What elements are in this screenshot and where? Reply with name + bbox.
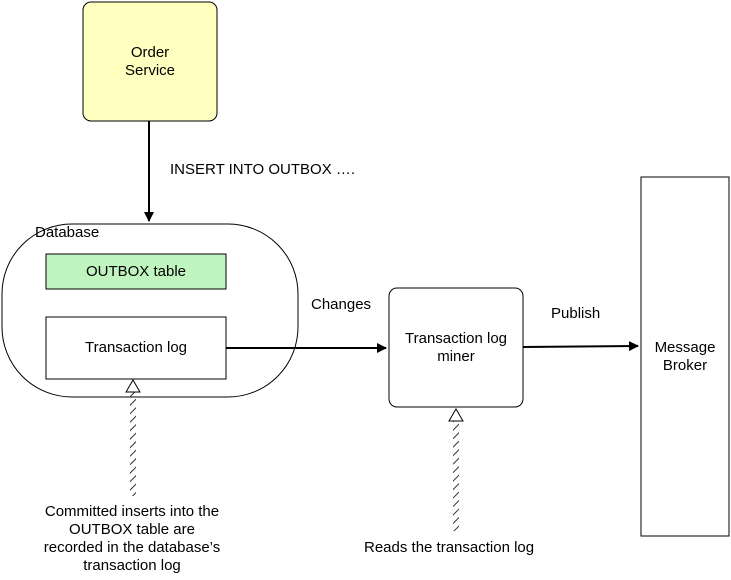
committed-note-arrowhead bbox=[125, 379, 141, 393]
publish-edge-label: Publish bbox=[551, 305, 601, 322]
committed-note-line4: transaction log bbox=[83, 557, 181, 574]
outbox-table-label: OUTBOX table bbox=[85, 262, 187, 280]
message-broker-label: Message Broker bbox=[641, 177, 729, 536]
publish-arrow bbox=[522, 341, 639, 352]
log-miner-label: Transaction log miner bbox=[389, 288, 523, 407]
log-miner-line1: Transaction log bbox=[405, 329, 507, 347]
message-broker-line1: Message bbox=[654, 338, 716, 356]
message-broker-box bbox=[640, 176, 730, 537]
committed-note-line2: OUTBOX table are bbox=[69, 521, 195, 538]
order-service-line1: Order bbox=[130, 43, 170, 61]
reads-log-note: Reads the transaction log bbox=[364, 539, 535, 556]
message-broker-line2: Broker bbox=[662, 356, 708, 374]
committed-note-line3: recorded in the database’s bbox=[43, 539, 221, 556]
committed-inserts-note: Committed inserts into the OUTBOX table … bbox=[21, 503, 243, 575]
transaction-log-label: Transaction log bbox=[85, 339, 187, 356]
committed-note-connector bbox=[130, 390, 136, 496]
log-miner-box bbox=[388, 287, 524, 408]
database-label: Database bbox=[35, 224, 100, 241]
outbox-table-box bbox=[45, 253, 227, 290]
log-miner-line2: miner bbox=[437, 347, 475, 365]
order-service-line2: Service bbox=[124, 61, 176, 79]
insert-edge-label: INSERT INTO OUTBOX …. bbox=[170, 161, 356, 178]
order-service-label: Order Service bbox=[83, 2, 217, 121]
changes-edge-label: Changes bbox=[311, 296, 372, 313]
transaction-log-box bbox=[45, 316, 227, 380]
reads-note-connector bbox=[453, 419, 459, 531]
reads-note-arrowhead bbox=[448, 408, 464, 422]
committed-note-line1: Committed inserts into the bbox=[44, 503, 220, 520]
